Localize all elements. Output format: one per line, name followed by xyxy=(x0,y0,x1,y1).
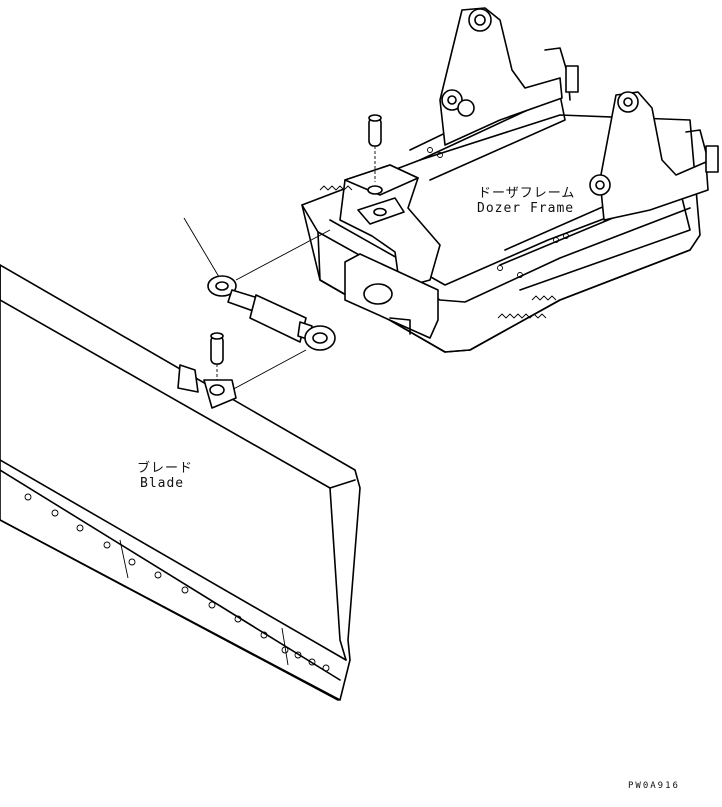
dozer-frame xyxy=(301,7,719,353)
figure-code: PW0A916 xyxy=(628,781,680,791)
dozer-frame-label-en: Dozer Frame xyxy=(477,201,575,216)
dozer-frame-label-ja: ドーザフレーム xyxy=(478,186,576,201)
blade-label-en: Blade xyxy=(140,476,185,491)
pin-lower xyxy=(210,332,224,400)
blade-label-ja: ブレード xyxy=(137,461,194,476)
bolt-holes xyxy=(24,493,330,672)
pin-upper xyxy=(368,114,382,182)
blade xyxy=(0,264,361,701)
tilt-cylinder xyxy=(183,217,336,393)
